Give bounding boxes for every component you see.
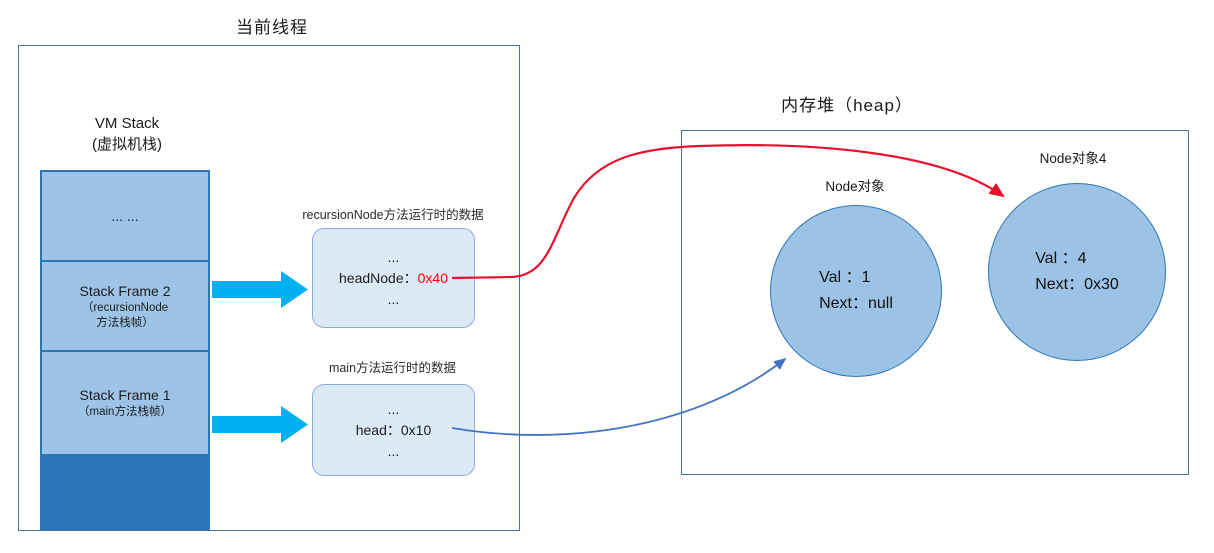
vm-stack-title-line2: (虚拟机栈): [92, 136, 162, 153]
heap-title: 内存堆（heap）: [781, 96, 913, 115]
main-data-box: ... head：0x10 ...: [312, 384, 475, 476]
stack-frame-2-sub1: （recursionNode: [81, 301, 169, 314]
node2-fields: Val ：4 Next：0x30: [1035, 246, 1119, 298]
recursion-data-line3: ...: [387, 290, 400, 307]
thread-title: 当前线程: [236, 18, 308, 37]
node1-caption: Node对象: [825, 179, 885, 194]
node1-val: Val ：1: [819, 269, 871, 286]
node1-object: Val ：1 Next：null: [770, 205, 942, 377]
stack-frame-1-sub1: （main方法栈帧）: [78, 406, 172, 418]
node2-object: Val ：4 Next：0x30: [988, 183, 1166, 361]
stack-frame-1: Stack Frame 1 （main方法栈帧）: [40, 350, 210, 456]
recursion-data-box: ... headNode：0x40 ...: [312, 228, 475, 328]
recursion-data-caption: recursionNode方法运行时的数据: [302, 208, 484, 222]
node2-val: Val ：4: [1035, 250, 1087, 267]
main-data-line1: ...: [387, 400, 400, 417]
node2-caption: Node对象4: [1039, 151, 1107, 166]
head-node-value: 0x40: [417, 269, 448, 286]
node1-next: Next：null: [819, 295, 893, 312]
stack-frame-2-sub2: 方法栈帧）: [96, 316, 154, 329]
stack-frame-2: Stack Frame 2 （recursionNode 方法栈帧）: [40, 260, 210, 352]
vm-stack-title: VM Stack (虚拟机栈): [57, 113, 197, 155]
stack-frame-1-title: Stack Frame 1: [79, 387, 171, 403]
main-data-caption: main方法运行时的数据: [328, 361, 457, 375]
vm-stack-title-line1: VM Stack: [94, 115, 160, 132]
head-node-label: headNode：: [339, 269, 418, 286]
node2-next: Next：0x30: [1035, 276, 1119, 293]
recursion-data-line2: headNode：0x40: [339, 268, 448, 289]
main-data-line2: head：0x10: [355, 421, 432, 438]
node1-fields: Val ：1 Next：null: [819, 265, 893, 317]
main-data-line3: ...: [387, 442, 400, 459]
stack-frame-2-title: Stack Frame 2: [79, 282, 171, 299]
stack-segment-base: [40, 454, 210, 531]
recursion-data-line1: ...: [387, 248, 400, 265]
stack-segment-ellipsis: ... ...: [40, 170, 210, 262]
stack-segment-ellipsis-label: ... ...: [111, 207, 139, 224]
